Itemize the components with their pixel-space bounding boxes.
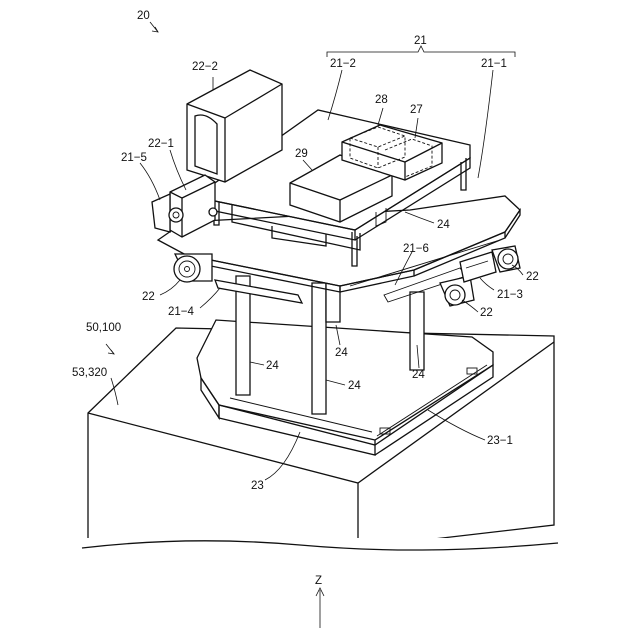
- label-24-mid: 24: [335, 347, 348, 359]
- label-50-100: 50,100: [86, 322, 121, 334]
- label-21-6: 21−6: [403, 243, 429, 255]
- label-22-2: 22−2: [192, 61, 218, 73]
- label-29: 29: [295, 148, 308, 160]
- wavy-break-line: [80, 538, 560, 560]
- label-22-front: 22: [480, 307, 493, 319]
- label-24-left: 24: [266, 360, 279, 372]
- label-28: 28: [375, 94, 388, 106]
- label-20: 20: [137, 10, 150, 22]
- label-21-1: 21−1: [481, 58, 507, 70]
- group-brace: [327, 46, 515, 57]
- label-24-top: 24: [437, 219, 450, 231]
- label-24-center: 24: [348, 380, 361, 392]
- label-23: 23: [251, 480, 264, 492]
- label-21-5: 21−5: [121, 152, 147, 164]
- label-21-3: 21−3: [497, 289, 523, 301]
- label-53-320: 53,320: [72, 367, 107, 379]
- label-27: 27: [410, 104, 423, 116]
- label-22-left: 22: [142, 291, 155, 303]
- label-24-right: 24: [412, 369, 425, 381]
- label-21: 21: [414, 35, 427, 47]
- label-23-1: 23−1: [487, 435, 513, 447]
- label-21-2: 21−2: [330, 58, 356, 70]
- caster-left: [174, 254, 212, 282]
- label-22-1: 22−1: [148, 138, 174, 150]
- label-z-axis: Z: [315, 575, 322, 587]
- label-21-4: 21−4: [168, 306, 195, 318]
- arm-21-4: [215, 280, 302, 303]
- z-axis-arrow: [316, 588, 324, 628]
- side-module-21-3: [460, 252, 496, 282]
- caster-right-rear: [492, 246, 520, 272]
- label-22-right: 22: [526, 271, 539, 283]
